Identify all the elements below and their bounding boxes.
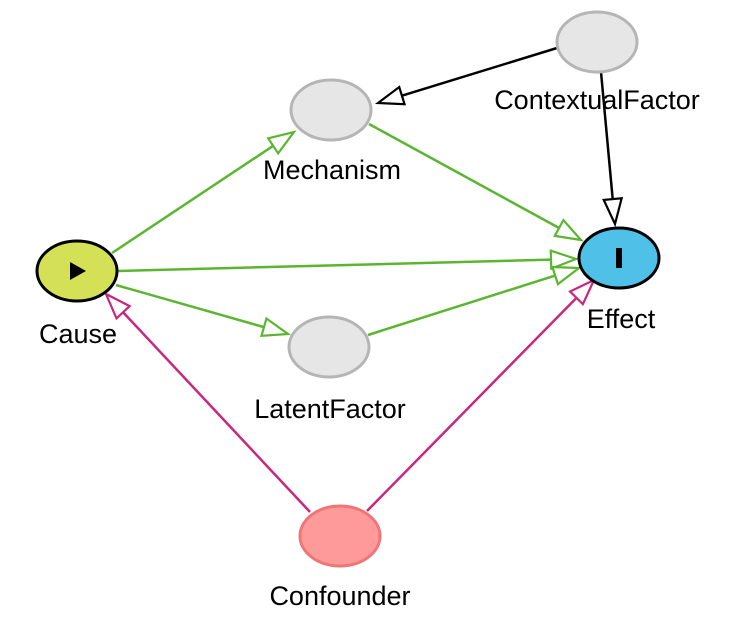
node-label-effect: Effect	[587, 304, 656, 334]
node-label-mechanism: Mechanism	[263, 155, 401, 185]
play-icon	[70, 262, 86, 280]
edge-cause-to-latent	[115, 283, 292, 338]
node-contextual[interactable]	[555, 10, 639, 74]
node-ellipse[interactable]	[298, 504, 382, 568]
node-label-cause: Cause	[39, 319, 117, 349]
node-confounder[interactable]	[298, 504, 382, 568]
arrowhead	[266, 130, 297, 156]
arrowhead	[553, 218, 584, 242]
arrowhead	[103, 291, 132, 321]
edge-line	[599, 71, 614, 200]
edge-line	[401, 46, 558, 97]
node-label-latent: LatentFactor	[254, 394, 406, 424]
edge-contextual-to-mechanism	[374, 46, 558, 106]
edge-line	[122, 311, 311, 513]
node-latent[interactable]	[287, 315, 371, 379]
edge-confounder-to-effect	[366, 277, 597, 512]
edge-cause-to-mechanism	[111, 130, 297, 255]
node-effect[interactable]	[577, 226, 661, 290]
node-label-confounder: Confounder	[269, 581, 410, 611]
edge-latent-to-effect	[367, 265, 583, 337]
edge-line	[115, 283, 265, 329]
edge-line	[368, 122, 560, 230]
edge-mechanism-to-effect	[368, 122, 584, 242]
node-ellipse[interactable]	[555, 10, 639, 74]
edge-line	[366, 296, 578, 512]
edge-line	[117, 258, 552, 273]
arrowhead	[374, 85, 407, 106]
arrowhead	[260, 316, 292, 338]
edges-layer	[103, 46, 624, 513]
edge-confounder-to-cause	[103, 291, 311, 513]
edge-contextual-to-effect	[599, 71, 624, 228]
outcome-bar-icon	[616, 248, 622, 268]
edge-line	[367, 274, 556, 337]
arrowhead	[549, 249, 580, 271]
node-cause[interactable]	[35, 239, 119, 303]
arrowhead	[568, 277, 597, 307]
node-mechanism[interactable]	[289, 78, 373, 142]
edge-cause-to-effect	[117, 249, 580, 273]
nodes-layer	[35, 10, 661, 568]
edge-line	[111, 144, 274, 255]
arrowhead	[550, 265, 583, 286]
arrowhead	[602, 197, 624, 228]
node-ellipse[interactable]	[287, 315, 371, 379]
node-label-contextual: ContextualFactor	[494, 85, 700, 115]
node-ellipse[interactable]	[289, 78, 373, 142]
